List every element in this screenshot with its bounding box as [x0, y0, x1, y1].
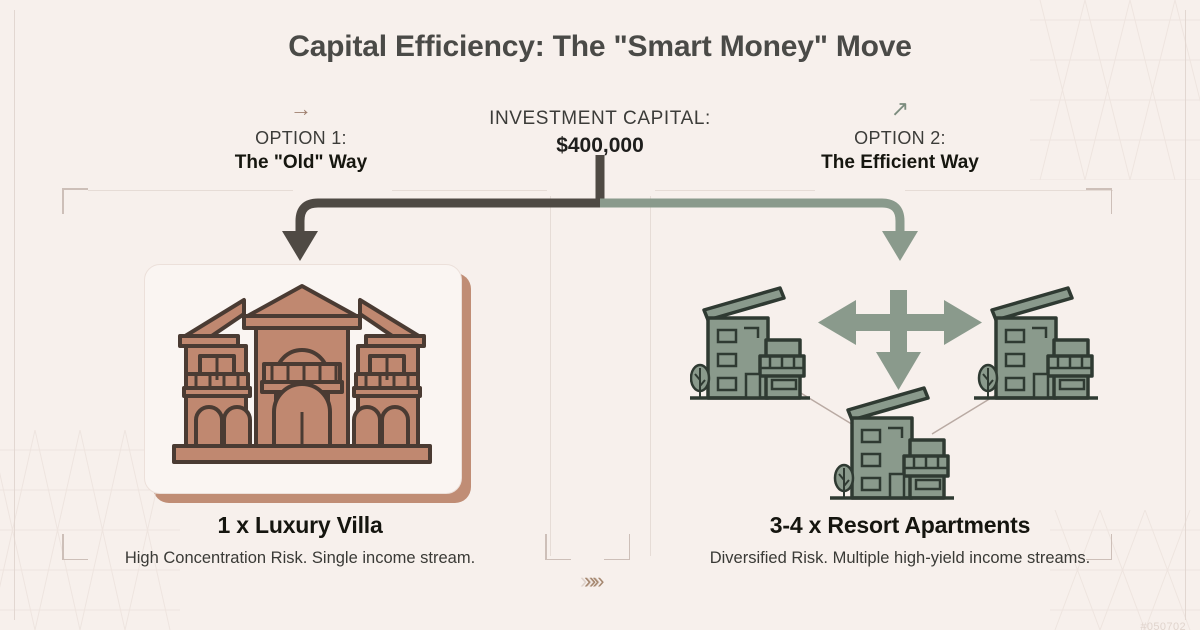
option-1-title: The "Old" Way [234, 152, 368, 173]
watermark: #050702 [1140, 621, 1186, 630]
option-2-kicker: OPTION 2: [854, 128, 946, 148]
capital-label: INVESTMENT CAPITAL: [489, 108, 711, 129]
resort-apartments-illustration [690, 286, 1098, 500]
double-chevron-icon: »» [584, 568, 605, 593]
arrow-up-right-icon: ↗ [890, 96, 910, 121]
panel-2-caption-title: 3-4 x Resort Apartments [769, 512, 1031, 538]
frame-line-left [14, 10, 15, 620]
option-1-kicker: OPTION 1: [255, 128, 347, 148]
three-way-arrow-icon [818, 290, 982, 390]
arrow-right-icon: → [290, 96, 312, 121]
panel-1-caption: 1 x Luxury Villa High Concentration Risk… [90, 512, 510, 570]
capital-amount: $400,000 [556, 134, 644, 157]
option-1-header: → OPTION 1: The "Old" Way [151, 98, 451, 174]
panel-2-caption: 3-4 x Resort Apartments Diversified Risk… [690, 512, 1110, 570]
panel-1-caption-body: High Concentration Risk. Single income s… [124, 549, 476, 567]
double-chevron-ghost-icon: »» [580, 568, 601, 593]
panel-1-caption-title: 1 x Luxury Villa [217, 512, 383, 538]
option-2-title: The Efficient Way [821, 152, 979, 173]
luxury-villa-illustration [172, 284, 432, 464]
capital-split-connector [282, 155, 918, 261]
frame-line-right [1185, 10, 1186, 620]
lattice-pattern-top-right [1030, 0, 1200, 180]
page-title: Capital Efficiency: The "Smart Money" Mo… [288, 30, 912, 63]
option-2-header: ↗ OPTION 2: The Efficient Way [750, 98, 1050, 174]
panel-2-caption-body: Diversified Risk. Multiple high-yield in… [709, 549, 1091, 567]
investment-capital-block: INVESTMENT CAPITAL: $400,000 [450, 108, 750, 158]
